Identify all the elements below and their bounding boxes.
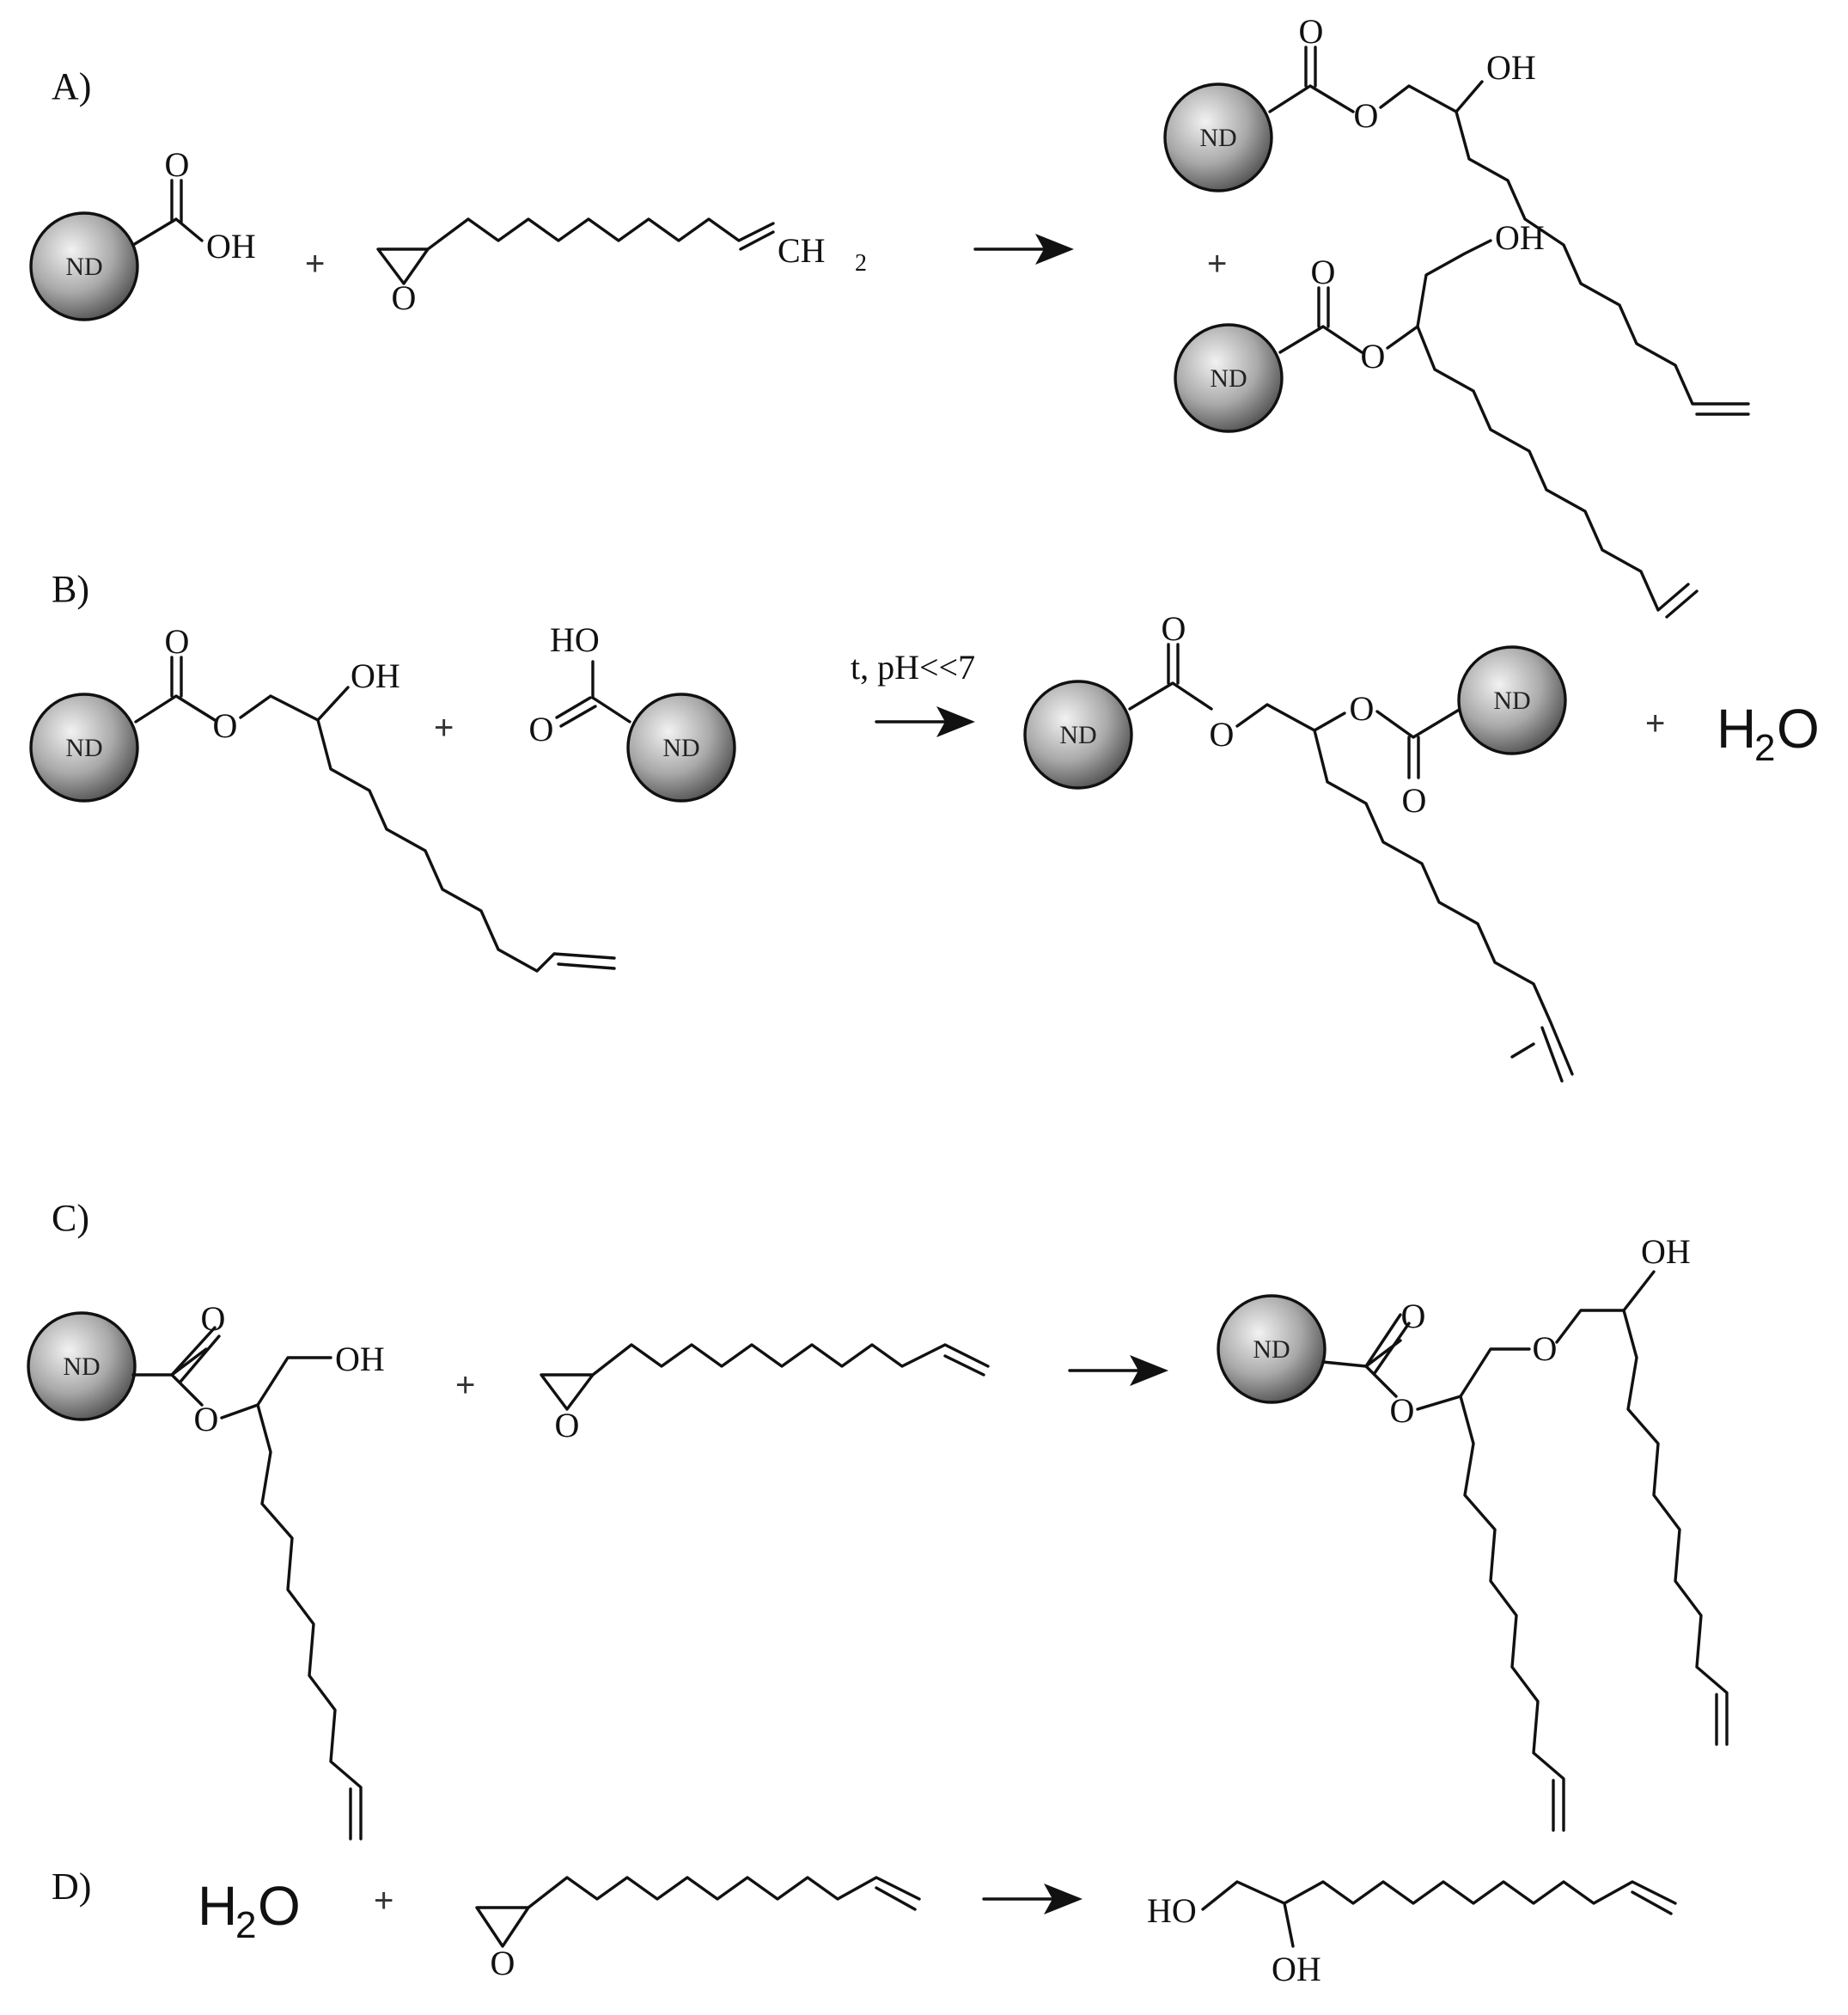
product-a2-ester: ND O O OH — [1174, 218, 1699, 619]
plus-sign: + — [1645, 705, 1665, 742]
carbonyl-oxygen: O — [1299, 12, 1324, 51]
hydroxyl-label: OH — [206, 227, 256, 266]
nanodiamond-label: ND — [63, 1352, 100, 1381]
carbonyl-oxygen: O — [165, 622, 190, 661]
product-b-diester: ND O O O O ND — [1023, 609, 1574, 1083]
nanodiamond-label: ND — [1199, 124, 1236, 152]
hydroxyl-label: OH — [335, 1340, 385, 1378]
water-hydrogen: H — [198, 1875, 237, 1937]
panel-b: ND O O OH + ND HO O t, pH<<7 — [29, 609, 1820, 1083]
epoxy-decene: O — [540, 1343, 990, 1444]
water-oxygen: O — [258, 1875, 301, 1937]
product-a1-ester: ND O O OH — [1163, 12, 1750, 416]
panel-c: ND O O OH + O ND O — [27, 1232, 1729, 1841]
hydroxyl-label: OH — [1272, 1950, 1321, 1988]
carbonyl-oxygen: O — [1401, 1297, 1426, 1335]
hydroxyl-label: OH — [351, 656, 400, 695]
water-subscript: 2 — [235, 1904, 256, 1946]
reaction-conditions: t, pH<<7 — [851, 648, 975, 687]
ester-oxygen: O — [1361, 337, 1386, 376]
plus-sign: + — [374, 1882, 393, 1920]
epoxide-oxygen: O — [491, 1944, 515, 1982]
nanodiamond-label: ND — [65, 734, 102, 762]
nd-carboxylic-acid: ND O OH — [29, 145, 256, 321]
product-c-ether: ND O O O OH — [1217, 1232, 1729, 1832]
hydroxyl-label: OH — [1495, 218, 1545, 257]
carbonyl-oxygen: O — [201, 1299, 226, 1338]
methylene-label: CH — [778, 231, 826, 270]
ester-oxygen: O — [213, 706, 238, 745]
nanodiamond-sphere — [29, 693, 139, 803]
water-hydrogen: H — [1717, 698, 1756, 760]
nd-hydroxy-ester: ND O O OH — [29, 622, 616, 973]
nanodiamond-sphere — [626, 693, 736, 803]
methylene-subscript: 2 — [855, 250, 867, 277]
carbonyl-oxygen: O — [529, 710, 554, 748]
nd-carboxylic-acid: ND HO O — [529, 620, 736, 803]
nanodiamond-label: ND — [1210, 364, 1247, 393]
panel-label-a: A) — [52, 65, 91, 107]
plus-sign: + — [1207, 245, 1227, 283]
nanodiamond-label: ND — [65, 253, 102, 281]
plus-sign: + — [305, 245, 325, 283]
panel-label-c: C) — [52, 1197, 89, 1239]
nanodiamond-sphere — [27, 1311, 137, 1421]
hydroxyl-label: OH — [1486, 48, 1536, 87]
nanodiamond-label: ND — [1493, 687, 1530, 715]
ester-oxygen: O — [1354, 96, 1379, 135]
water-molecule: H 2 O — [1717, 698, 1820, 769]
epoxy-decene: O — [475, 1876, 921, 1982]
panel-a: ND O OH + O CH 2 ND O O — [29, 12, 1750, 619]
reaction-arrow-c — [1068, 1355, 1168, 1386]
epoxide-oxygen: O — [555, 1406, 580, 1444]
reaction-arrow-b — [875, 706, 975, 737]
reaction-arrow-d — [982, 1884, 1083, 1914]
hydroxyl-label: HO — [1147, 1891, 1197, 1930]
nanodiamond-label: ND — [662, 734, 699, 762]
reaction-arrow-a — [973, 234, 1074, 265]
carbonyl-oxygen: O — [1402, 781, 1427, 820]
panel-label-d: D) — [52, 1865, 91, 1908]
panel-label-b: B) — [52, 568, 89, 610]
epoxide-oxygen: O — [392, 278, 417, 317]
nanodiamond-sphere — [1023, 680, 1133, 790]
ester-oxygen: O — [1350, 689, 1375, 728]
panel-d: H 2 O + O HO OH — [198, 1875, 1677, 1988]
nanodiamond-sphere — [1163, 82, 1273, 192]
ester-oxygen: O — [194, 1400, 219, 1438]
nanodiamond-label: ND — [1253, 1335, 1290, 1364]
product-d-diol: HO OH — [1147, 1880, 1677, 1988]
water-subscript: 2 — [1754, 727, 1775, 769]
ether-oxygen: O — [1533, 1329, 1558, 1368]
carbonyl-oxygen: O — [165, 145, 190, 184]
water-oxygen: O — [1777, 698, 1820, 760]
epoxy-decene: O CH 2 — [376, 217, 867, 317]
water-molecule: H 2 O — [198, 1875, 301, 1946]
nanodiamond-sphere — [1457, 645, 1567, 755]
plus-sign: + — [455, 1366, 475, 1404]
nanodiamond-label: ND — [1059, 721, 1096, 749]
hydroxyl-label: HO — [550, 620, 600, 659]
nanodiamond-sphere — [1217, 1294, 1327, 1404]
nanodiamond-sphere — [29, 211, 139, 321]
nanodiamond-sphere — [1174, 323, 1284, 433]
carbonyl-oxygen: O — [1311, 253, 1336, 291]
plus-sign: + — [434, 709, 454, 747]
ester-oxygen: O — [1390, 1391, 1415, 1430]
carbonyl-oxygen: O — [1162, 609, 1186, 648]
nd-hydroxy-ester-branched: ND O O OH — [27, 1299, 385, 1841]
hydroxyl-label: OH — [1641, 1232, 1691, 1271]
ester-oxygen: O — [1210, 715, 1235, 754]
